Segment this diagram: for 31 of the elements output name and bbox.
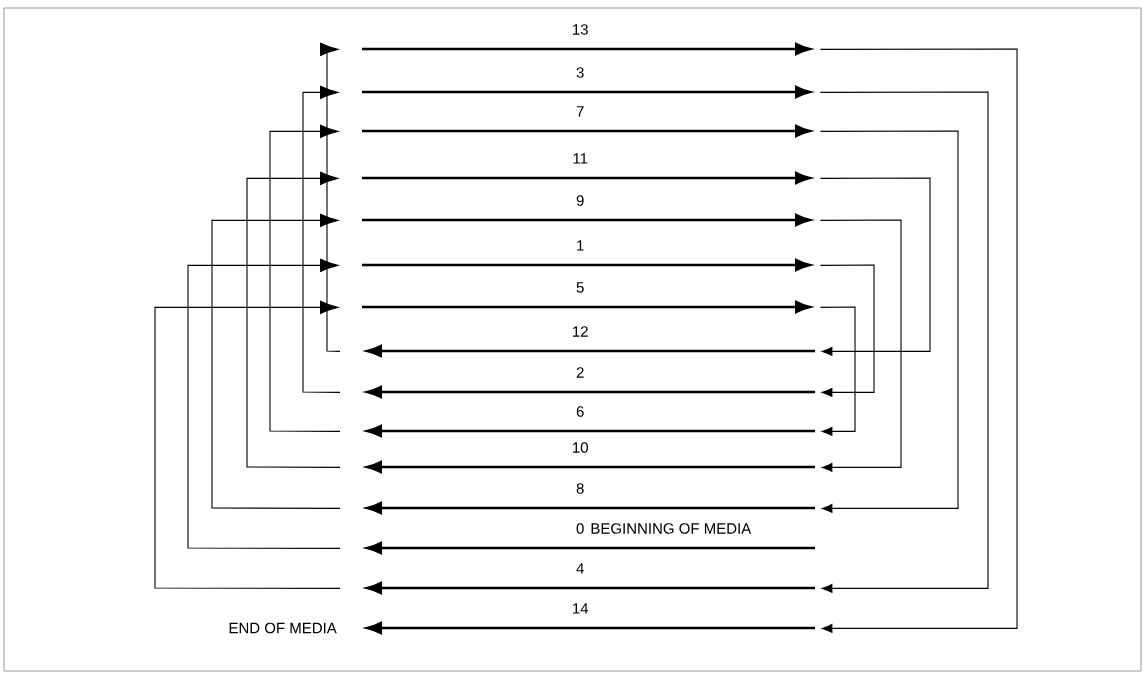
node-label: 2	[576, 367, 584, 378]
node-label: 11	[573, 153, 588, 164]
node-label: 10	[573, 442, 588, 453]
node-label: 1	[577, 240, 584, 251]
connector-arrow	[187, 258, 341, 549]
connector-arrow	[819, 264, 875, 397]
connector-arrow	[819, 48, 1018, 633]
node-label: 9	[576, 195, 584, 206]
connector-arrow	[246, 171, 341, 468]
node-label: 6	[576, 406, 584, 417]
connector-arrow	[819, 219, 902, 472]
node-label: 12	[573, 326, 588, 337]
connector-arrow	[211, 213, 341, 509]
node-label: 5	[576, 282, 584, 293]
connector-arrow	[819, 130, 959, 513]
node-label: BEGINNING OF MEDIA	[591, 523, 752, 534]
node-label: 13	[573, 24, 588, 35]
connector-arrow	[302, 85, 341, 393]
connector-arrow	[819, 91, 989, 593]
node-label: 3	[576, 67, 584, 78]
node-label: 14	[573, 603, 589, 614]
node-label: 4	[576, 563, 584, 574]
connector-arrow	[154, 300, 341, 589]
connector-arrow	[269, 124, 341, 432]
annotation-text: END OF MEDIA	[229, 622, 337, 634]
node-label: 7	[576, 106, 584, 117]
connector-arrow	[819, 306, 856, 436]
node-label: 8	[576, 483, 584, 494]
connector-arrow	[320, 42, 341, 352]
connector-arrow	[819, 177, 931, 356]
node-label: 0	[576, 523, 584, 534]
